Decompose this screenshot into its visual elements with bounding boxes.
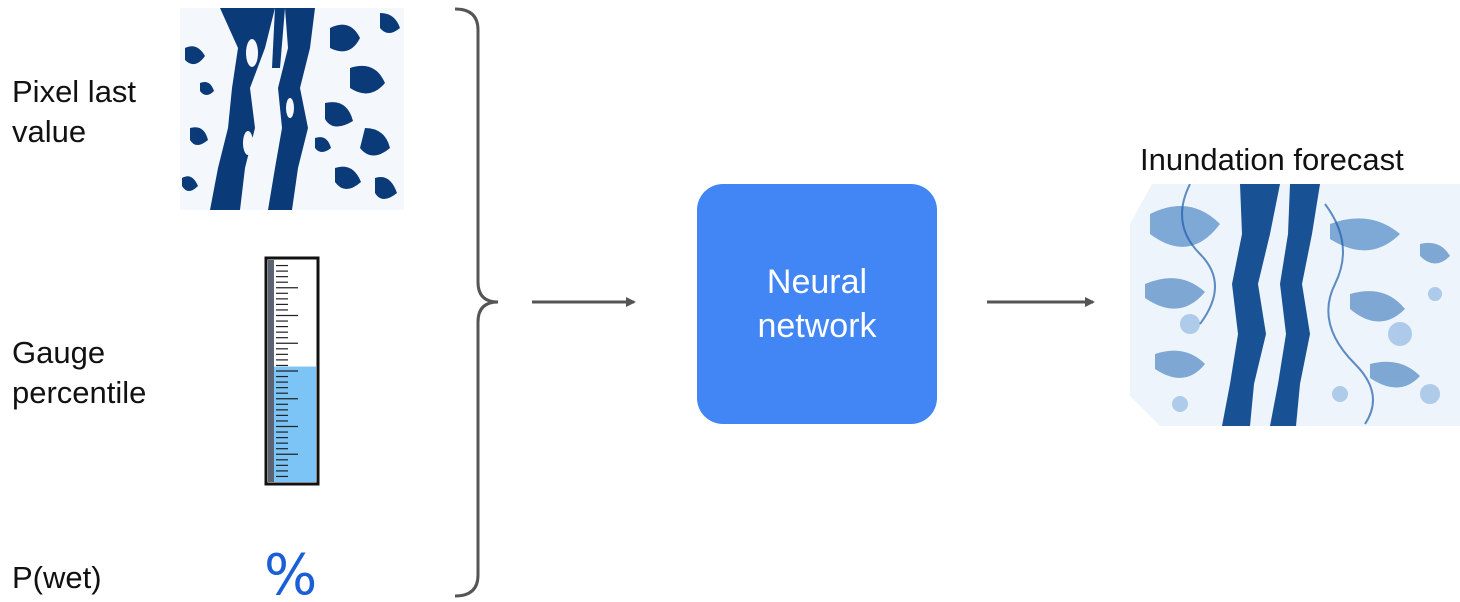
input-grouping-brace [454, 7, 499, 598]
pixel-last-value-label: Pixel last value [12, 74, 137, 149]
p-wet-label: P(wet) [12, 560, 102, 595]
neural-network-box: Neural network [697, 184, 937, 424]
gauge-fill-level [274, 366, 316, 482]
gauge-outline [264, 256, 320, 486]
gauge-percentile-label: Gauge percentile [12, 335, 147, 410]
p-wet-percent-icon: % [264, 543, 318, 602]
gauge-left-wall [268, 260, 274, 482]
neural-network-label: Neural network [757, 263, 877, 345]
pixel-last-value-map-image [180, 8, 404, 210]
gauge-cylinder-icon [264, 256, 320, 486]
inundation-forecast-label: Inundation forecast [1140, 142, 1404, 177]
inundation-forecast-map-image [1130, 184, 1460, 426]
